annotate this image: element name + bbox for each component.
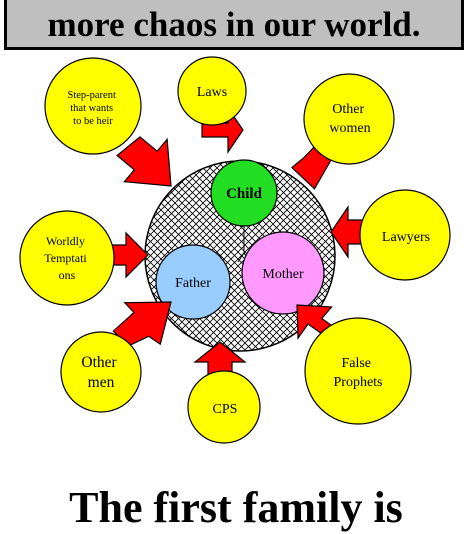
false-prophets-label: False Prophets xyxy=(334,356,383,390)
lawyers-label: Lawyers xyxy=(382,230,430,245)
banner-title: more chaos in our world. xyxy=(47,5,421,44)
other-men-node xyxy=(60,331,142,413)
footer-caption: The first family is xyxy=(69,483,403,532)
child-label: Child xyxy=(226,186,263,202)
other-men-label: Other men xyxy=(81,354,120,391)
family-influence-diagram: Child Father Mother Step-parent that wan… xyxy=(19,56,451,444)
arrow-other-men xyxy=(112,301,172,347)
mother-node xyxy=(241,231,325,315)
worldly-label: Worldly Temptati ons xyxy=(44,234,89,282)
stepparent-label: Step-parent that wants to be heir xyxy=(67,90,118,127)
false-prophets-node xyxy=(304,317,412,425)
cps-node xyxy=(187,370,261,444)
false-prophets-line-2: Prophets xyxy=(334,375,383,390)
other-women-node xyxy=(303,73,395,165)
worldly-node xyxy=(19,210,115,306)
other-women-line-1: Other xyxy=(332,102,364,117)
worldly-line-3: ons xyxy=(59,268,76,282)
child-node xyxy=(210,159,278,227)
other-men-line-1: Other xyxy=(81,354,117,371)
stepparent-line-2: that wants xyxy=(70,103,113,114)
laws-node xyxy=(177,56,247,126)
other-women-line-2: women xyxy=(329,121,370,136)
stepparent-line-3: to be heir xyxy=(73,116,113,127)
father-label: Father xyxy=(175,276,211,291)
worldly-line-1: Worldly xyxy=(46,234,85,248)
mother-label: Mother xyxy=(262,267,304,282)
worldly-line-2: Temptati xyxy=(44,251,87,265)
other-men-line-2: men xyxy=(88,374,115,391)
stepparent-node xyxy=(44,57,142,155)
cps-label: CPS xyxy=(213,402,238,417)
other-women-label: Other women xyxy=(329,102,370,136)
title-banner: more chaos in our world. xyxy=(4,0,464,50)
false-prophets-line-1: False xyxy=(341,356,371,371)
arrow-stepparent xyxy=(116,136,172,187)
lawyers-node xyxy=(359,189,451,281)
laws-label: Laws xyxy=(197,85,227,100)
stepparent-line-1: Step-parent xyxy=(67,90,115,101)
father-node xyxy=(155,244,231,320)
